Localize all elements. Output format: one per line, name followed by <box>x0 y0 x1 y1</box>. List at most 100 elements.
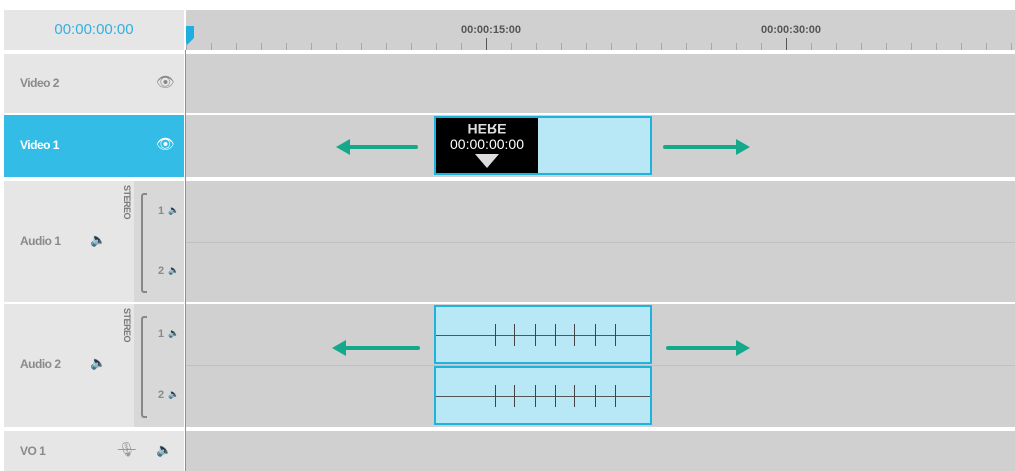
channel-panel-audio1: 1 🔈 2 🔈 <box>134 181 184 302</box>
ruler-tick <box>286 43 287 50</box>
ruler-tick <box>711 43 712 50</box>
ruler-tick <box>836 43 837 50</box>
playhead-line[interactable] <box>185 50 186 471</box>
ruler-label-30s: 00:00:30:00 <box>761 24 821 36</box>
channel-panel-audio2: 1 🔈 2 🔈 <box>134 304 184 427</box>
ruler-tick <box>886 43 887 50</box>
move-right-arrow-icon <box>666 340 750 356</box>
ruler-tick <box>461 43 462 50</box>
audio-clip-channel-1[interactable] <box>434 305 652 364</box>
ruler-tick <box>936 43 937 50</box>
waveform-spike <box>615 323 616 346</box>
ruler-tick <box>311 43 312 50</box>
track-video2[interactable] <box>186 54 1015 113</box>
track-header-audio2[interactable]: Audio 2 🔈 STEREO <box>4 304 134 427</box>
timecode-panel: 00:00:00:00 <box>4 10 184 50</box>
ruler-tick <box>211 43 212 50</box>
waveform-spike <box>595 384 596 407</box>
track-header-video2[interactable]: Video 2 👁 <box>4 54 184 113</box>
track-label: Audio 1 <box>20 234 61 248</box>
waveform-spike <box>595 323 596 346</box>
move-left-arrow-icon <box>332 340 420 356</box>
ruler-tick <box>1011 43 1012 50</box>
channel-1-label: 1 <box>158 328 165 340</box>
waveform-spike <box>555 384 556 407</box>
channel-2-speaker-icon[interactable]: 🔈 <box>168 389 180 399</box>
channel-divider <box>186 242 1015 243</box>
thumb-timecode: 00:00:00:00 <box>450 136 524 152</box>
waveform-spike <box>495 323 496 346</box>
audio-clip-channel-2[interactable] <box>434 366 652 425</box>
channel-2-speaker-icon[interactable]: 🔈 <box>168 265 180 275</box>
eye-icon[interactable]: 👁 <box>156 74 176 91</box>
ruler-tick <box>861 43 862 50</box>
thumb-title: HERE <box>467 121 507 137</box>
stereo-bracket <box>141 316 147 418</box>
waveform-spike <box>555 323 556 346</box>
track-header-audio1[interactable]: Audio 1 🔈 STEREO <box>4 181 134 302</box>
ruler-tick <box>486 38 487 50</box>
waveform-spike <box>615 384 616 407</box>
ruler-tick <box>736 43 737 50</box>
ruler-tick <box>261 43 262 50</box>
stereo-label: STEREO <box>122 185 132 220</box>
ruler-tick <box>811 43 812 50</box>
channel-2-label: 2 <box>158 389 165 401</box>
ruler-tick <box>561 43 562 50</box>
waveform-spike <box>535 323 536 346</box>
channel-1-speaker-icon[interactable]: 🔈 <box>168 328 180 338</box>
current-timecode: 00:00:00:00 <box>54 21 134 38</box>
ruler-tick <box>611 43 612 50</box>
track-label: Video 2 <box>20 76 59 90</box>
ruler-tick <box>786 38 787 50</box>
waveform-spike <box>495 384 496 407</box>
waveform-spike <box>514 384 515 407</box>
channel-1-speaker-icon[interactable]: 🔈 <box>168 205 180 215</box>
ruler-tick <box>986 43 987 50</box>
ruler-tick <box>661 43 662 50</box>
ruler-tick <box>911 43 912 50</box>
channel-1-label: 1 <box>158 205 165 217</box>
ruler-tick <box>686 43 687 50</box>
channel-2-label: 2 <box>158 265 165 277</box>
ruler-tick <box>236 43 237 50</box>
ruler-tick <box>536 43 537 50</box>
track-audio1[interactable] <box>186 181 1015 302</box>
ruler-tick <box>386 43 387 50</box>
ruler-tick <box>186 43 187 50</box>
stereo-bracket <box>141 193 147 293</box>
track-vo1[interactable] <box>186 431 1015 471</box>
speaker-icon[interactable]: 🔈 <box>156 442 173 457</box>
track-video1[interactable]: HERE 00:00:00:00 <box>186 115 1015 177</box>
ruler-tick <box>761 43 762 50</box>
mic-muted-icon[interactable]: 🎙 <box>118 441 136 457</box>
timeline-ruler[interactable]: 00:00:15:00 00:00:30:00 <box>186 10 1015 50</box>
ruler-tick <box>586 43 587 50</box>
move-left-arrow-icon <box>336 139 418 155</box>
playhead-marker[interactable] <box>186 26 194 46</box>
waveform-spike <box>574 323 575 346</box>
speaker-icon[interactable]: 🔈 <box>90 232 107 247</box>
ruler-tick <box>436 43 437 50</box>
eye-icon[interactable]: 👁 <box>156 136 176 153</box>
ruler-tick <box>361 43 362 50</box>
track-audio2[interactable] <box>186 304 1015 427</box>
ruler-tick <box>411 43 412 50</box>
ruler-label-15s: 00:00:15:00 <box>461 24 521 36</box>
ruler-tick <box>336 43 337 50</box>
track-header-video1[interactable]: Video 1 👁 <box>4 115 184 177</box>
down-arrow-icon <box>475 154 499 168</box>
channel-divider <box>186 365 1015 366</box>
track-label: VO 1 <box>20 444 46 458</box>
waveform-spike <box>535 384 536 407</box>
speaker-icon[interactable]: 🔈 <box>90 355 107 370</box>
video-clip[interactable]: HERE 00:00:00:00 <box>434 116 652 175</box>
waveform-spike <box>574 384 575 407</box>
clip-thumbnail: HERE 00:00:00:00 <box>436 118 538 173</box>
waveform-spike <box>514 323 515 346</box>
ruler-tick <box>961 43 962 50</box>
track-header-vo1[interactable]: VO 1 🎙 🔈 <box>4 431 184 471</box>
move-right-arrow-icon <box>663 139 750 155</box>
stereo-label: STEREO <box>122 308 132 343</box>
ruler-tick <box>636 43 637 50</box>
